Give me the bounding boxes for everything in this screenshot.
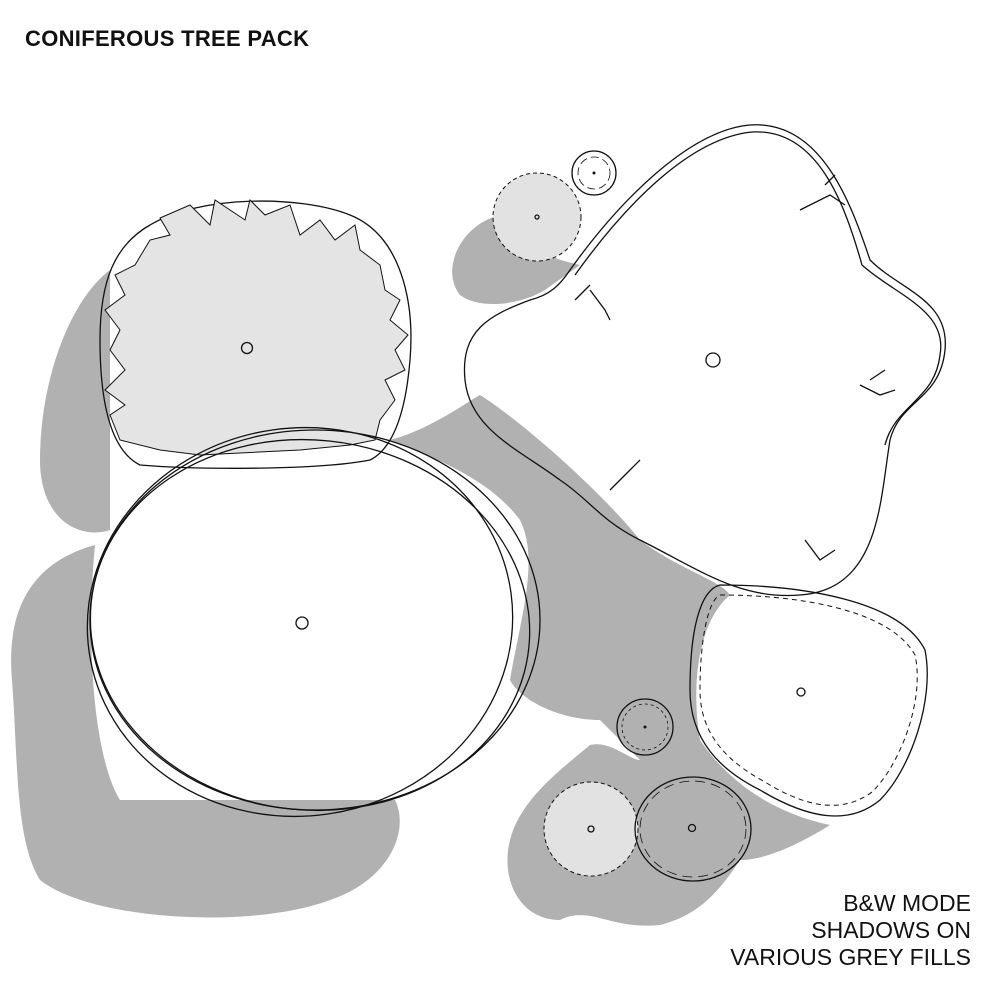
note-line: B&W MODE [843, 890, 971, 916]
tree-top-left [99, 199, 412, 469]
mode-notes: B&W MODE SHADOWS ON VARIOUS GREY FILLS [730, 890, 971, 971]
shadow-layer [11, 215, 830, 926]
tree-small-spiky-top [492, 172, 582, 262]
tree-tiny-top [571, 150, 617, 196]
tree-spiky-right [689, 584, 928, 817]
tree-large-right [463, 124, 946, 597]
tree-spiky-bottom [543, 781, 639, 877]
tree-small-circle-middle [616, 698, 674, 756]
tree-circle-bottom [634, 776, 752, 882]
page-title: CONIFEROUS TREE PACK [25, 26, 310, 51]
tree-large-center [86, 426, 541, 818]
note-line: VARIOUS GREY FILLS [730, 944, 971, 970]
note-line: SHADOWS ON [811, 917, 971, 943]
